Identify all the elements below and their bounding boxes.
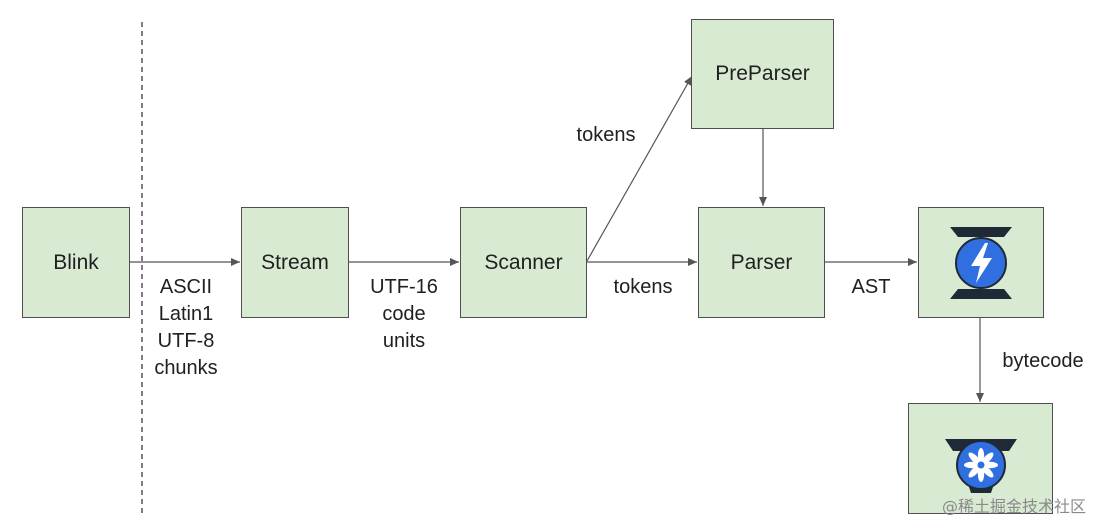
edge-text: UTF-8 <box>157 330 215 352</box>
parser-node: Parser <box>698 207 825 318</box>
edge-text: code <box>382 303 426 325</box>
blink-label: Blink <box>53 250 99 274</box>
edge-text: tokens <box>613 276 673 298</box>
edge-text: UTF-16 <box>370 276 438 298</box>
edge-text: AST <box>851 276 891 298</box>
arrow-scanner-preparser <box>586 75 693 262</box>
stream-label: Stream <box>261 250 329 274</box>
scanner-parser-label: tokens <box>603 274 683 301</box>
scanner-node: Scanner <box>460 207 587 318</box>
blink-stream-label: ASCII Latin1 UTF-8 chunks <box>140 274 232 382</box>
compiler-optimizer-label: bytecode <box>990 348 1096 375</box>
edge-text: bytecode <box>1002 350 1084 372</box>
scanner-label: Scanner <box>484 250 563 274</box>
stream-node: Stream <box>241 207 349 318</box>
parser-compiler-label: AST <box>843 274 899 301</box>
edge-text: units <box>382 330 426 352</box>
optimizer-node <box>908 403 1053 514</box>
compiler-node <box>918 207 1044 318</box>
stream-scanner-label: UTF-16 code units <box>358 274 450 355</box>
edge-text: tokens <box>576 124 636 146</box>
ignition-bolt-icon <box>950 226 1012 299</box>
edge-text: chunks <box>154 357 218 379</box>
edge-text: Latin1 <box>158 303 214 325</box>
parser-label: Parser <box>730 250 793 274</box>
watermark-text: @稀土掘金技术社区 <box>941 497 1086 516</box>
scanner-preparser-label: tokens <box>566 122 646 149</box>
preparser-label: PreParser <box>715 62 810 85</box>
turbofan-icon <box>944 438 1017 493</box>
blink-node: Blink <box>22 207 130 318</box>
edge-text: ASCII <box>159 276 213 298</box>
preparser-node: PreParser <box>691 19 834 129</box>
